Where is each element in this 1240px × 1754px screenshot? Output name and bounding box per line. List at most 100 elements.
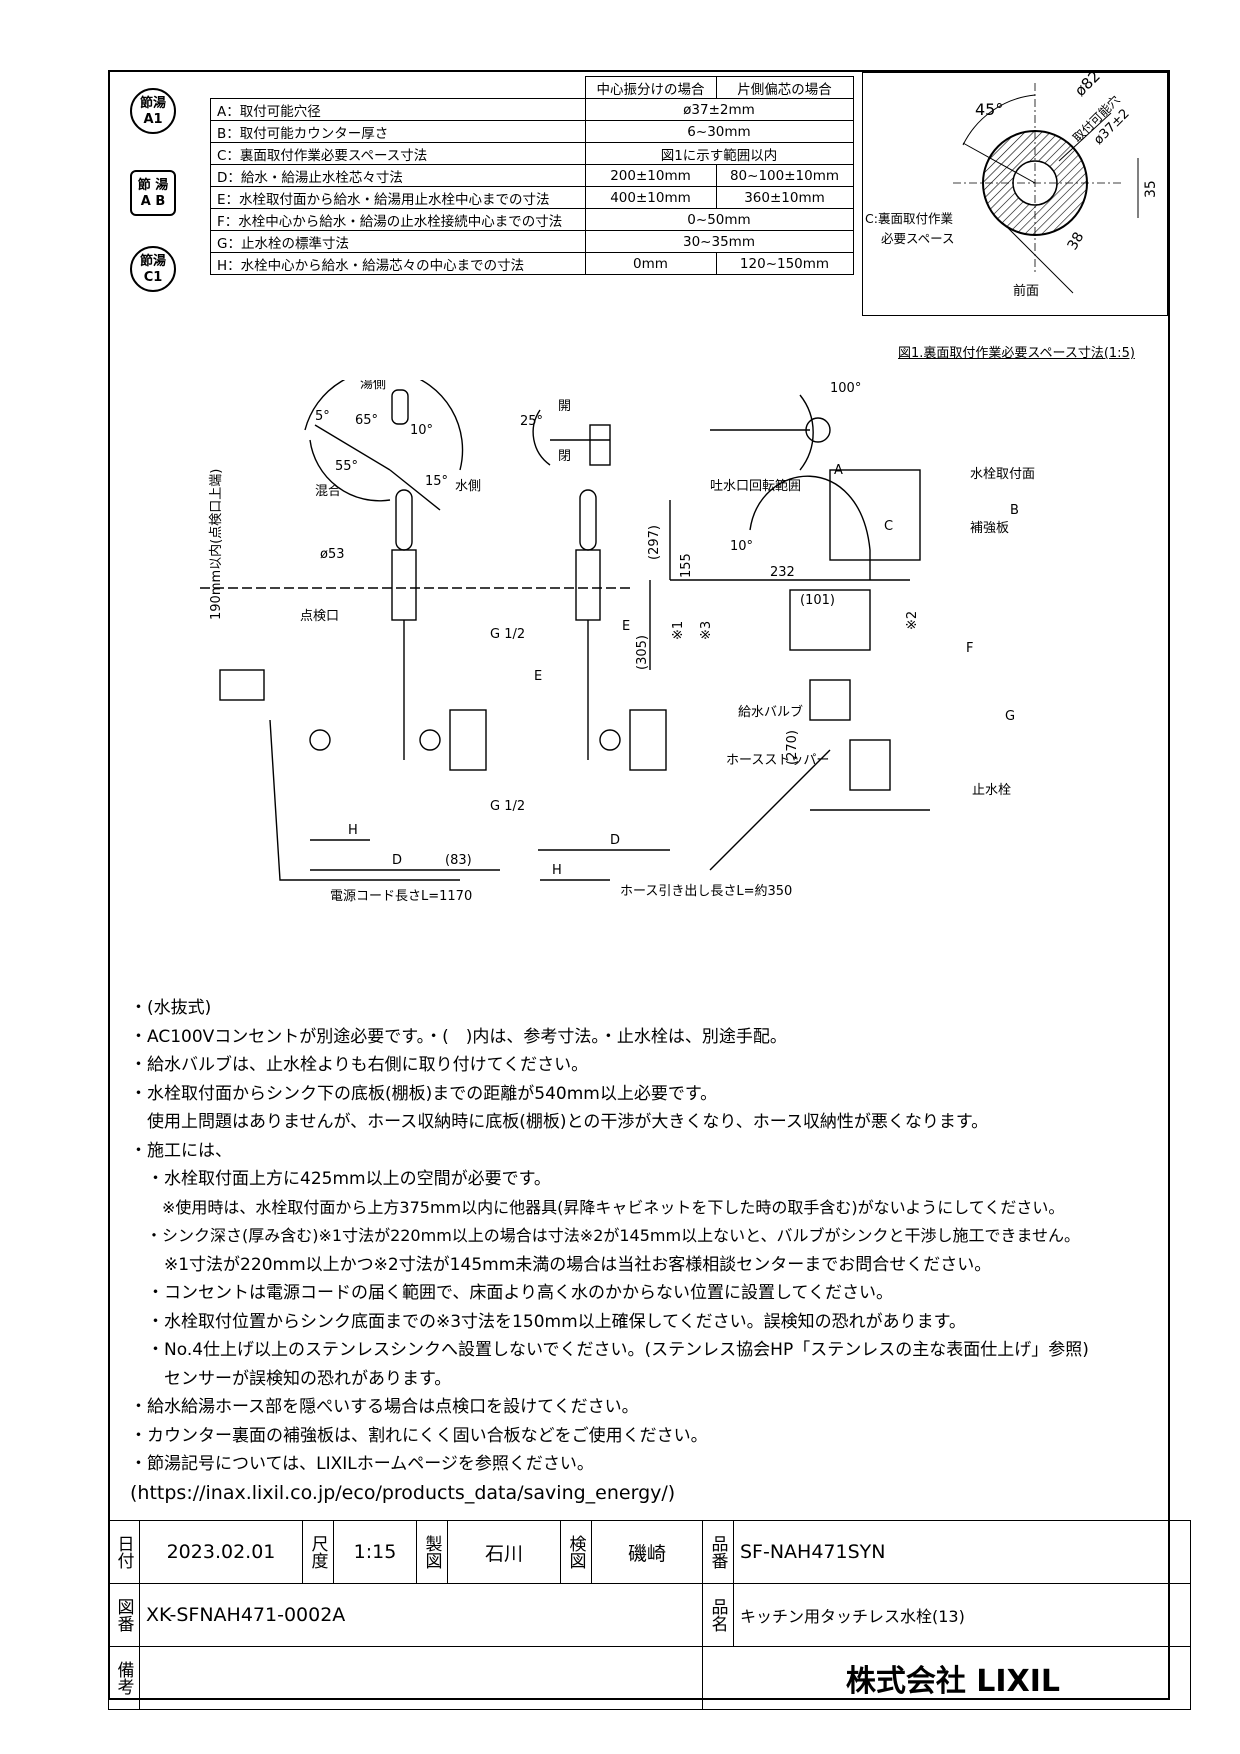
- figure1-box: 45° ø82 取付可能穴 ø37±2 35 38 前面 C:裏面取付作業 必要…: [862, 67, 1168, 316]
- note-line: ※1寸法が220mm以上かつ※2寸法が145mm未満の場合は当社お客様相談センタ…: [130, 1254, 992, 1275]
- installation-drawing: 湯側 水側 混合 5° 65° 10° 55° 15° 25° 開 閉 100°…: [200, 380, 1035, 904]
- spout-range-label: 吐水口回転範囲: [710, 479, 801, 494]
- spec-label: A：取付可能穴径: [210, 98, 586, 121]
- name-label: 品名: [702, 1583, 734, 1647]
- dim-101-label: (101): [800, 593, 835, 608]
- mix-label: 混合: [315, 484, 341, 499]
- note-line: センサーが誤検知の恐れがあります。: [130, 1368, 452, 1389]
- spout-profile: [749, 475, 871, 580]
- notes-block: ・(水抜式) ・AC100Vコンセントが別途必要です。・( )内は、参考寸法。・…: [130, 994, 1160, 1507]
- badge-text: A B: [140, 194, 166, 209]
- spec-value: 6~30mm: [584, 120, 854, 143]
- figure1-35-text: 35: [1143, 180, 1159, 198]
- scale-label: 尺度: [302, 1520, 334, 1584]
- spec-label: D：給水・給湯止水栓芯々寸法: [210, 164, 586, 187]
- title-row-1: 日付 2023.02.01 尺度 1:15 製図 石川 検図 磯崎 品番 SF-…: [108, 1520, 1191, 1584]
- note-line: ・施工には、: [130, 1140, 232, 1161]
- angle-line: [314, 424, 391, 471]
- spout-pivot: [805, 417, 831, 443]
- angle-line: [389, 469, 441, 511]
- figure1-dia-text: ø82: [1071, 73, 1104, 100]
- angle-10b-label: 10°: [730, 539, 753, 554]
- supply-valve-side: [629, 709, 667, 771]
- handle-arc: [304, 380, 464, 471]
- hose-length-label: ホース引き出し長さL=約350: [620, 884, 792, 899]
- faucet-body-side: [579, 489, 597, 551]
- title-block: 日付 2023.02.01 尺度 1:15 製図 石川 検図 磯崎 品番 SF-…: [108, 1520, 1191, 1710]
- dim-155-label: 155: [679, 553, 694, 578]
- title-row-3: 備考 株式会社 LIXIL: [108, 1646, 1191, 1710]
- scale-value: 1:15: [333, 1520, 417, 1584]
- dim-305-label: (305): [635, 635, 650, 670]
- power-cord-label: 電源コード長さL=1170: [330, 889, 472, 904]
- angle-100-label: 100°: [830, 381, 861, 396]
- sink-section: [789, 589, 871, 651]
- angle-10-label: 10°: [410, 423, 433, 438]
- h-label-2: H: [552, 863, 562, 878]
- date-label: 日付: [108, 1520, 140, 1584]
- mount-face-label: 水栓取付面: [970, 467, 1035, 482]
- remarks-label: 備考: [108, 1646, 140, 1710]
- spec-header: 中心振分けの場合: [584, 76, 717, 99]
- drawing-no-label: 図番: [108, 1583, 140, 1647]
- stop-valve-left: [309, 729, 331, 751]
- star3-label: ※3: [699, 621, 714, 640]
- angle-15-label: 15°: [425, 474, 448, 489]
- badge-c1: 節湯 C1: [130, 246, 176, 292]
- date-value: 2023.02.01: [139, 1520, 303, 1584]
- reinforce-label: 補強板: [970, 521, 1009, 536]
- figure1-drawing: 45° ø82 取付可能穴 ø37±2 35 38 前面 C:裏面取付作業 必要…: [865, 67, 1159, 299]
- note-line: ・給水バルブは、止水栓よりも右側に取り付けてください。: [130, 1055, 589, 1075]
- name-value: キッチン用タッチレス水栓(13): [733, 1583, 1191, 1647]
- spec-label: E：水栓取付面から給水・給湯用止水栓中心までの寸法: [210, 186, 586, 209]
- c-label: C: [884, 519, 893, 534]
- note-line: ・AC100Vコンセントが別途必要です。・( )内は、参考寸法。・止水栓は、別途…: [130, 1026, 787, 1047]
- note-line: ・給水給湯ホース部を隠ぺいする場合は点検口を設けてください。: [130, 1397, 639, 1417]
- supply-valve-label: 給水バルブ: [738, 704, 803, 720]
- d-label: D: [392, 853, 402, 868]
- note-line: ※使用時は、水栓取付面から上方375mm以内に他器具(昇降キャビネットを下した時…: [130, 1197, 1065, 1217]
- note-url: (https://inax.lixil.co.jp/eco/products_d…: [130, 1481, 676, 1504]
- b-label: B: [1010, 503, 1019, 518]
- a-label: A: [834, 463, 843, 478]
- spec-header: 片側偏芯の場合: [715, 76, 854, 99]
- e-label-2: E: [622, 619, 630, 634]
- checked-value: 磯崎: [591, 1520, 703, 1584]
- checked-label: 検図: [560, 1520, 592, 1584]
- g12-label-a: G 1/2: [490, 627, 525, 642]
- dim-line-82: [1058, 112, 1112, 162]
- spec-value: 0mm: [584, 252, 717, 275]
- faucet-body-front: [395, 489, 413, 551]
- dim-line-38: [1002, 222, 1074, 294]
- spec-label: H：水栓中心から給水・給湯芯々の中心までの寸法: [210, 252, 586, 275]
- spec-header-row: 中心振分けの場合 片側偏芯の場合: [211, 76, 854, 99]
- spec-label: G：止水栓の標準寸法: [210, 230, 586, 253]
- company-logo: 株式会社 LIXIL: [702, 1646, 1191, 1710]
- title-row-2: 図番 XK-SFNAH471-0002A 品名 キッチン用タッチレス水栓(13): [108, 1583, 1191, 1647]
- part-no-value: SF-NAH471SYN: [733, 1520, 1191, 1584]
- d-label-2: D: [610, 833, 620, 848]
- note-line: ・節湯記号については、LIXILホームページを参照ください。: [130, 1454, 594, 1474]
- g12-label-b: G 1/2: [490, 799, 525, 814]
- lever-body: [589, 424, 611, 466]
- part-no-label: 品番: [702, 1520, 734, 1584]
- power-box: [219, 669, 265, 701]
- open-label: 開: [558, 399, 571, 414]
- valve-assembly: [809, 679, 851, 721]
- g-label: G: [1005, 709, 1015, 724]
- note-line: ・No.4仕上げ以上のステンレスシンクへ設置しないでください。(ステンレス協会H…: [130, 1340, 1089, 1360]
- star2-label: ※2: [905, 611, 920, 630]
- angle-55-label: 55°: [335, 459, 358, 474]
- spec-value: 30~35mm: [584, 230, 854, 253]
- hot-side-label: 湯側: [360, 380, 386, 392]
- e-label: E: [534, 669, 542, 684]
- badge-text: 節湯: [139, 254, 166, 269]
- angle-5-label: 5°: [315, 409, 330, 424]
- note-line: ・水栓取付面からシンク下の底板(棚板)までの距離が540mm以上必要です。: [130, 1083, 718, 1104]
- note-line: ・カウンター裏面の補強板は、割れにくく固い合板などをご使用ください。: [130, 1425, 708, 1446]
